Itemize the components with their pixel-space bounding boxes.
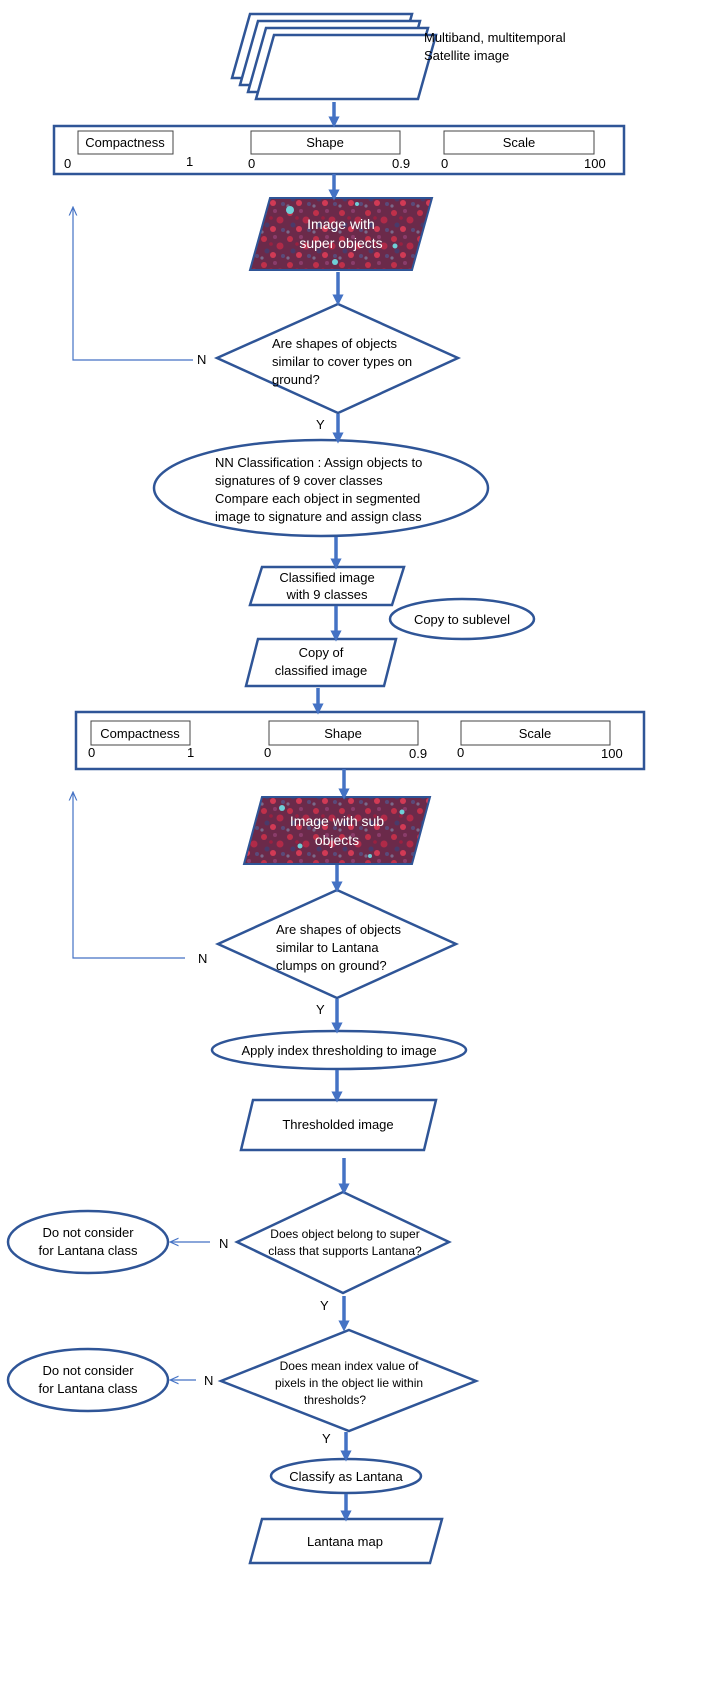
classified-line2: with 9 classes [286,587,368,602]
decision3-line1: Does object belong to super [270,1227,419,1241]
decision3-yes: Y [320,1298,329,1313]
apply-index-label: Apply index thresholding to image [241,1043,436,1058]
decision-mean-index [217,1328,480,1433]
scale-slider-1[interactable] [443,130,595,155]
flow-arrows [312,102,352,1522]
compactness-min-2: 0 [88,745,95,760]
reject1-line2: for Lantana class [38,1243,138,1258]
thresholded-image-node [239,1098,438,1152]
decision3-no: N [219,1236,228,1251]
copy-classified-line2: classified image [275,663,368,678]
copy-classified-node [244,637,398,688]
scale-label-1: Scale [503,135,536,150]
copy-to-sublevel-node [388,597,536,641]
compactness-min-1: 0 [64,156,71,171]
compactness-slider-1[interactable] [77,130,174,155]
nn-line3: Compare each object in segmented [215,491,420,506]
decision1-yes: Y [316,417,325,432]
thresholded-label: Thresholded image [282,1117,393,1132]
decision4-line1: Does mean index value of [280,1359,419,1373]
decision2-line2: similar to Lantana [276,940,379,955]
nn-line2: signatures of 9 cover classes [215,473,383,488]
sub-image-line1: Image with sub [290,813,384,829]
decision2-line1: Are shapes of objects [276,922,402,937]
scale-min-1: 0 [441,156,448,171]
reject1-line1: Do not consider [42,1225,134,1240]
feedback-loop-1 [73,208,193,361]
decision1-line1: Are shapes of objects [272,336,398,351]
sub-objects-image [242,796,432,865]
compactness-label-2: Compactness [100,726,180,741]
classified-line1: Classified image [279,570,374,585]
lantana-map-node [248,1517,444,1565]
classify-label: Classify as Lantana [289,1469,403,1484]
reject-node-2 [6,1347,170,1413]
shape-label-1: Shape [306,135,344,150]
decision4-line2: pixels in the object lie within [275,1376,423,1390]
decision1-line3: ground? [272,372,320,387]
scale-min-2: 0 [457,745,464,760]
reject2-line1: Do not consider [42,1363,134,1378]
decision4-no: N [204,1373,213,1388]
compactness-slider-2[interactable] [90,720,191,746]
sub-image-line2: objects [315,832,359,848]
decision1-line2: similar to cover types on [272,354,412,369]
decision3-line2: class that supports Lantana? [268,1244,422,1258]
decision-shapes-cover-types [213,302,462,415]
super-image-line1: Image with [307,216,375,232]
decision-super-class [234,1190,452,1295]
shape-label-2: Shape [324,726,362,741]
copy-to-sublevel-label: Copy to sublevel [414,612,510,627]
reject2-line2: for Lantana class [38,1381,138,1396]
super-image-line2: super objects [299,235,382,251]
decision4-line3: thresholds? [304,1393,366,1407]
reject-node-1 [6,1209,170,1275]
scale-slider-2[interactable] [460,720,611,746]
input-label-line2: Satellite image [424,48,509,63]
decision2-yes: Y [316,1002,325,1017]
feedback-loop-2 [73,793,185,959]
nn-line4: image to signature and assign class [215,509,422,524]
decision2-line3: clumps on ground? [276,958,387,973]
decision4-yes: Y [322,1431,331,1446]
scale-max-1: 100 [584,156,606,171]
shape-min-2: 0 [264,745,271,760]
shape-min-1: 0 [248,156,255,171]
compactness-max-2: 1 [187,745,194,760]
output-label: Lantana map [307,1534,383,1549]
compactness-label-1: Compactness [85,135,165,150]
decision-shapes-lantana-clumps [214,888,460,1000]
input-label-line1: Multiband, multitemporal [424,30,566,45]
nn-classification-node [152,438,490,538]
scale-max-2: 100 [601,746,623,761]
shape-slider-1[interactable] [250,130,401,155]
shape-slider-2[interactable] [268,720,419,746]
shape-max-1: 0.9 [392,156,410,171]
decision2-no: N [198,951,207,966]
scale-label-2: Scale [519,726,552,741]
compactness-max-1: 1 [186,154,193,169]
copy-classified-line1: Copy of [299,645,344,660]
shape-max-2: 0.9 [409,746,427,761]
super-objects-image [248,197,434,271]
nn-line1: NN Classification : Assign objects to [215,455,422,470]
satellite-image-stack [230,12,438,101]
decision1-no: N [197,352,206,367]
classified-image-node [248,565,406,607]
